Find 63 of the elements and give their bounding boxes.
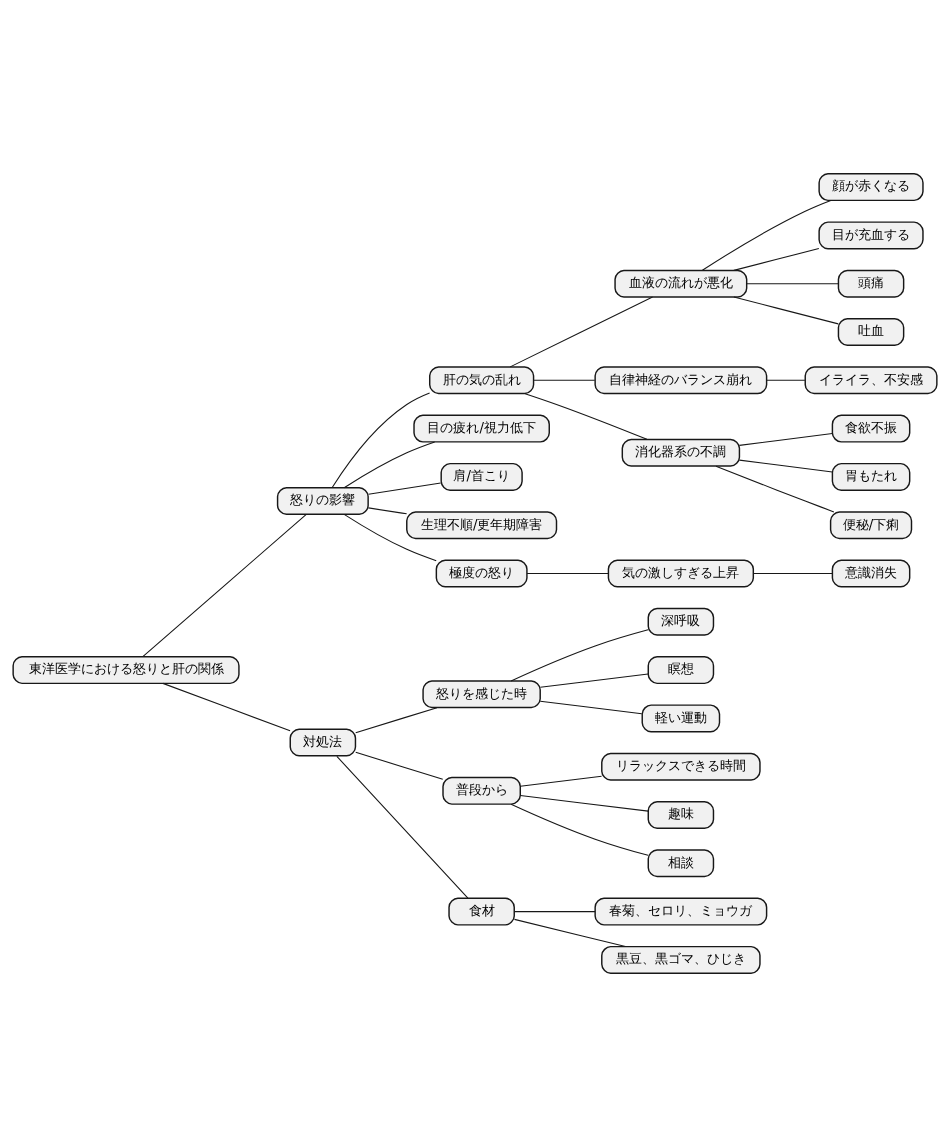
connector: [746, 282, 839, 284]
connector: [738, 459, 833, 473]
connector: [162, 682, 291, 731]
node-box: 自律神経のバランス崩れ: [594, 365, 768, 394]
node-box: 深呼吸: [647, 607, 715, 636]
node-box: 便秘/下痢: [829, 510, 913, 539]
connector: [539, 700, 643, 714]
node-box: 気の激しすぎる上昇: [607, 559, 755, 587]
connector: [355, 706, 438, 733]
connector: [733, 247, 820, 271]
node-box: 肩/首こり: [440, 462, 523, 491]
node-box: 極度の怒り: [435, 559, 528, 587]
connector: [701, 199, 832, 271]
node-box: 怒りの影響: [276, 486, 369, 515]
node-box: リラックスできる時間: [601, 752, 761, 781]
connector: [513, 910, 596, 912]
node-box: 食材: [448, 897, 515, 926]
connector: [343, 440, 436, 488]
node-box: 生理不順/更年期障害: [406, 510, 558, 539]
connector: [367, 506, 408, 514]
node-box: 血液の流れが悪化: [614, 269, 748, 298]
connector: [513, 918, 626, 947]
node-box: 相談: [647, 848, 715, 877]
connector: [715, 465, 835, 512]
node-box: 東洋医学における怒りと肝の関係: [12, 655, 240, 684]
node-box: 趣味: [647, 800, 715, 829]
node-box: 頭痛: [837, 269, 905, 298]
node-box: 黒豆、黒ゴマ、ひじき: [601, 945, 761, 974]
connector: [738, 432, 833, 446]
node-box: 吐血: [837, 317, 905, 346]
connector: [539, 672, 649, 688]
connector: [524, 392, 648, 440]
connector: [509, 296, 654, 367]
node-box: 怒りを感じた時: [422, 679, 541, 708]
connector: [733, 296, 839, 324]
node-box: 胃もたれ: [831, 462, 911, 491]
node-box: 肝の気の乱れ: [429, 365, 535, 394]
connector: [343, 513, 437, 561]
connector: [519, 775, 603, 787]
connector: [355, 751, 444, 780]
connector: [331, 391, 431, 488]
connector: [142, 513, 307, 657]
connector: [336, 755, 469, 899]
connector: [510, 628, 649, 681]
node-box: 顔が赤くなる: [818, 172, 924, 201]
node-box: 春菊、セロリ、ミョウガ: [594, 897, 768, 926]
node-box: 食欲不振: [831, 414, 911, 443]
node-box: 目の疲れ/視力低下: [413, 414, 550, 443]
connector: [367, 482, 442, 495]
connector: [526, 572, 609, 574]
node-box: 瞑想: [647, 655, 715, 684]
node-box: 普段から: [442, 776, 521, 805]
connector: [519, 794, 649, 812]
node-box: 意識消失: [831, 559, 911, 587]
connector: [533, 379, 596, 381]
connector: [766, 379, 806, 381]
connector: [510, 803, 649, 856]
node-box: 消化器系の不調: [621, 438, 741, 467]
node-box: 軽い運動: [641, 703, 721, 732]
node-box: 目が充血する: [818, 220, 924, 249]
node-box: 対処法: [289, 728, 357, 757]
connector: [753, 572, 833, 574]
node-box: イライラ、不安感: [804, 365, 938, 394]
